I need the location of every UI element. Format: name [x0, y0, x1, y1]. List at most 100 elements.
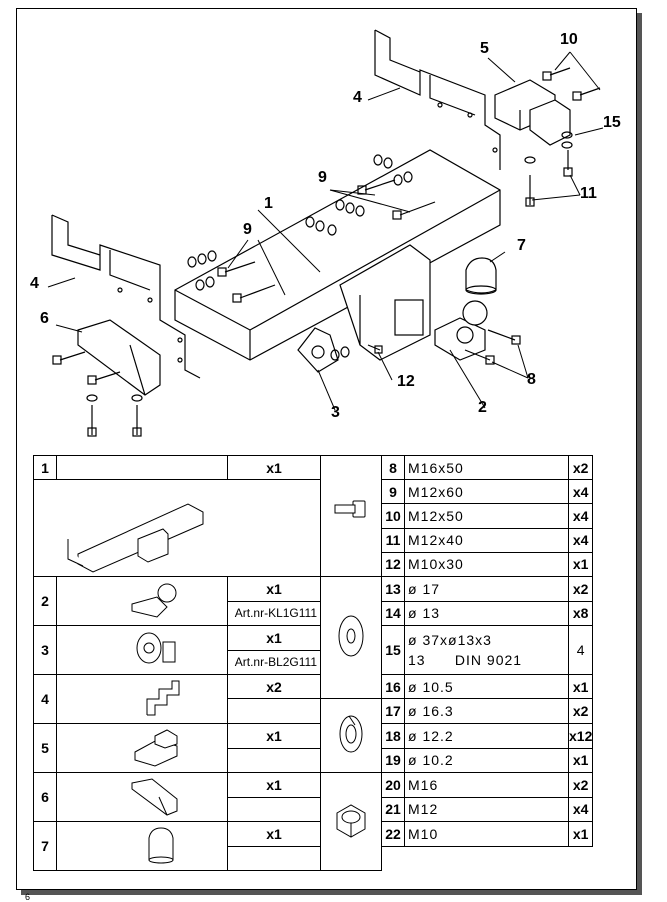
callout-3: 3 — [331, 404, 340, 421]
table-row: 9 M12x60 x4 — [33, 478, 594, 577]
hardware-desc: M10 — [404, 821, 569, 847]
hardware-number: 21 — [381, 796, 405, 822]
hardware-number: 17 — [381, 698, 405, 724]
cap-drawing — [465, 257, 497, 295]
hardware-quantity: x2 — [567, 698, 594, 724]
hardware-quantity: x4 — [567, 527, 594, 553]
table-row: 21 M12 x4 — [34, 796, 594, 822]
part-number: 1 — [33, 455, 57, 480]
part-quantity: x2 — [227, 674, 321, 699]
bolt-icon — [320, 455, 382, 577]
hardware-number: 15 — [381, 625, 405, 675]
hardware-desc-line2: 13 DIN 9021 — [408, 652, 523, 668]
hardware-number: 10 — [381, 503, 405, 529]
crossbar-icon — [67, 503, 204, 573]
crossbar-drawing — [174, 149, 501, 361]
part-quantity: x1 — [227, 576, 321, 602]
hex-nut-icon — [320, 772, 382, 871]
hardware-number: 12 — [381, 551, 405, 578]
callout-7: 7 — [517, 237, 526, 254]
spring-washer-icon — [320, 698, 382, 773]
side-bracket-right-drawing — [374, 29, 501, 170]
table-row: 6 x1 20 M16 x2 — [33, 772, 594, 871]
hardware-desc: M12x60 — [404, 478, 569, 505]
hardware-desc: ø 12.2 — [404, 723, 569, 749]
washer-icon — [320, 576, 382, 699]
hardware-desc: ø 10.2 — [404, 747, 569, 773]
hardware-desc: M12x40 — [404, 527, 569, 553]
hardware-desc: ø 13 — [404, 600, 569, 626]
callout-8: 8 — [527, 371, 536, 388]
hardware-number: 9 — [381, 478, 405, 505]
table-row: 1 x1 8 M16x50 x2 — [33, 455, 594, 577]
table-row: 12 M10x30 x1 — [34, 551, 594, 578]
hardware-desc: ø 10.5 — [404, 674, 569, 699]
callout-9-left: 9 — [243, 221, 252, 238]
table-row: 4 x2 16 ø 10.5 x1 — [33, 674, 594, 724]
part-quantity: x1 — [227, 625, 321, 651]
side-bracket-icon — [56, 674, 228, 724]
table-row: 10 M12x50 x4 — [34, 503, 594, 529]
part-number: 3 — [33, 625, 57, 675]
table-row: 7 x1 22 M10 x1 — [33, 821, 594, 871]
hardware-desc-line1: ø 37xø13x3 — [408, 632, 492, 648]
hardware-desc: M12x50 — [404, 503, 569, 529]
table-row: 5 x1 18 ø 12.2 x12 — [33, 723, 594, 773]
hardware-quantity: x12 — [567, 723, 594, 749]
callout-5: 5 — [480, 40, 489, 57]
hardware-quantity: x1 — [567, 747, 594, 773]
page-number: 6 — [25, 892, 31, 902]
part-quantity: x1 — [227, 723, 321, 749]
hardware-quantity: x2 — [567, 455, 594, 480]
cap-icon — [56, 821, 228, 871]
part-art-number: Art.nr-KL1G111 — [227, 600, 321, 626]
hardware-number: 16 — [381, 674, 405, 699]
bracket-6-icon — [56, 772, 228, 822]
part-1-image-cell — [33, 479, 321, 577]
washers-drawing — [86, 131, 573, 402]
parts-list-table: 1 x1 8 M16x50 x2 9 M12x60 x4 10 M12x50 x… — [33, 455, 594, 871]
towball-icon — [56, 576, 228, 626]
part-quantity: x1 — [227, 821, 321, 847]
hardware-quantity: x2 — [567, 576, 594, 602]
hardware-quantity: x4 — [567, 478, 594, 505]
hardware-quantity: x4 — [567, 796, 594, 822]
hardware-number: 14 — [381, 600, 405, 626]
table-row: 17 ø 16.3 x2 — [34, 698, 594, 773]
hardware-desc: ø 16.3 — [404, 698, 569, 724]
socket-plate-drawing — [297, 327, 339, 373]
hardware-number: 13 — [381, 576, 405, 602]
callout-4-left: 4 — [30, 275, 39, 292]
side-bracket-left-drawing — [51, 214, 201, 379]
hardware-quantity: x4 — [567, 503, 594, 529]
callout-10: 10 — [560, 31, 578, 48]
hardware-number: 22 — [381, 821, 405, 847]
callout-1: 1 — [264, 195, 273, 212]
table-row: 3 x1 15 ø 37xø13x3 13 DIN 9021 4 — [33, 625, 594, 675]
callout-11: 11 — [580, 185, 597, 202]
socket-plate-icon — [56, 625, 228, 675]
assembly-svg — [47, 29, 604, 437]
hardware-desc: M12 — [404, 796, 569, 822]
callout-15: 15 — [603, 114, 621, 131]
hardware-quantity: x2 — [567, 772, 594, 798]
callout-12: 12 — [397, 373, 415, 390]
hardware-desc: ø 37xø13x3 13 DIN 9021 — [404, 625, 569, 675]
hardware-quantity: x1 — [567, 821, 594, 847]
hardware-quantity: 4 — [567, 625, 594, 675]
part-number: 4 — [33, 674, 57, 724]
hardware-desc: ø 17 — [404, 576, 569, 602]
callout-2: 2 — [478, 399, 487, 416]
leader-lines — [47, 51, 604, 411]
callout-9-right: 9 — [318, 169, 327, 186]
bracket-5-drawing — [494, 79, 571, 146]
hardware-quantity: x1 — [567, 674, 594, 699]
hardware-number: 18 — [381, 723, 405, 749]
bolts-drawing — [52, 67, 601, 437]
callout-4-right: 4 — [353, 89, 362, 106]
table-row: Art.nr-KL1G111 14 ø 13 x8 — [34, 600, 594, 626]
bracket-6-drawing — [77, 319, 161, 396]
part-quantity: x1 — [227, 455, 321, 480]
bracket-5-icon — [56, 723, 228, 773]
hardware-desc: M10x30 — [404, 551, 569, 578]
